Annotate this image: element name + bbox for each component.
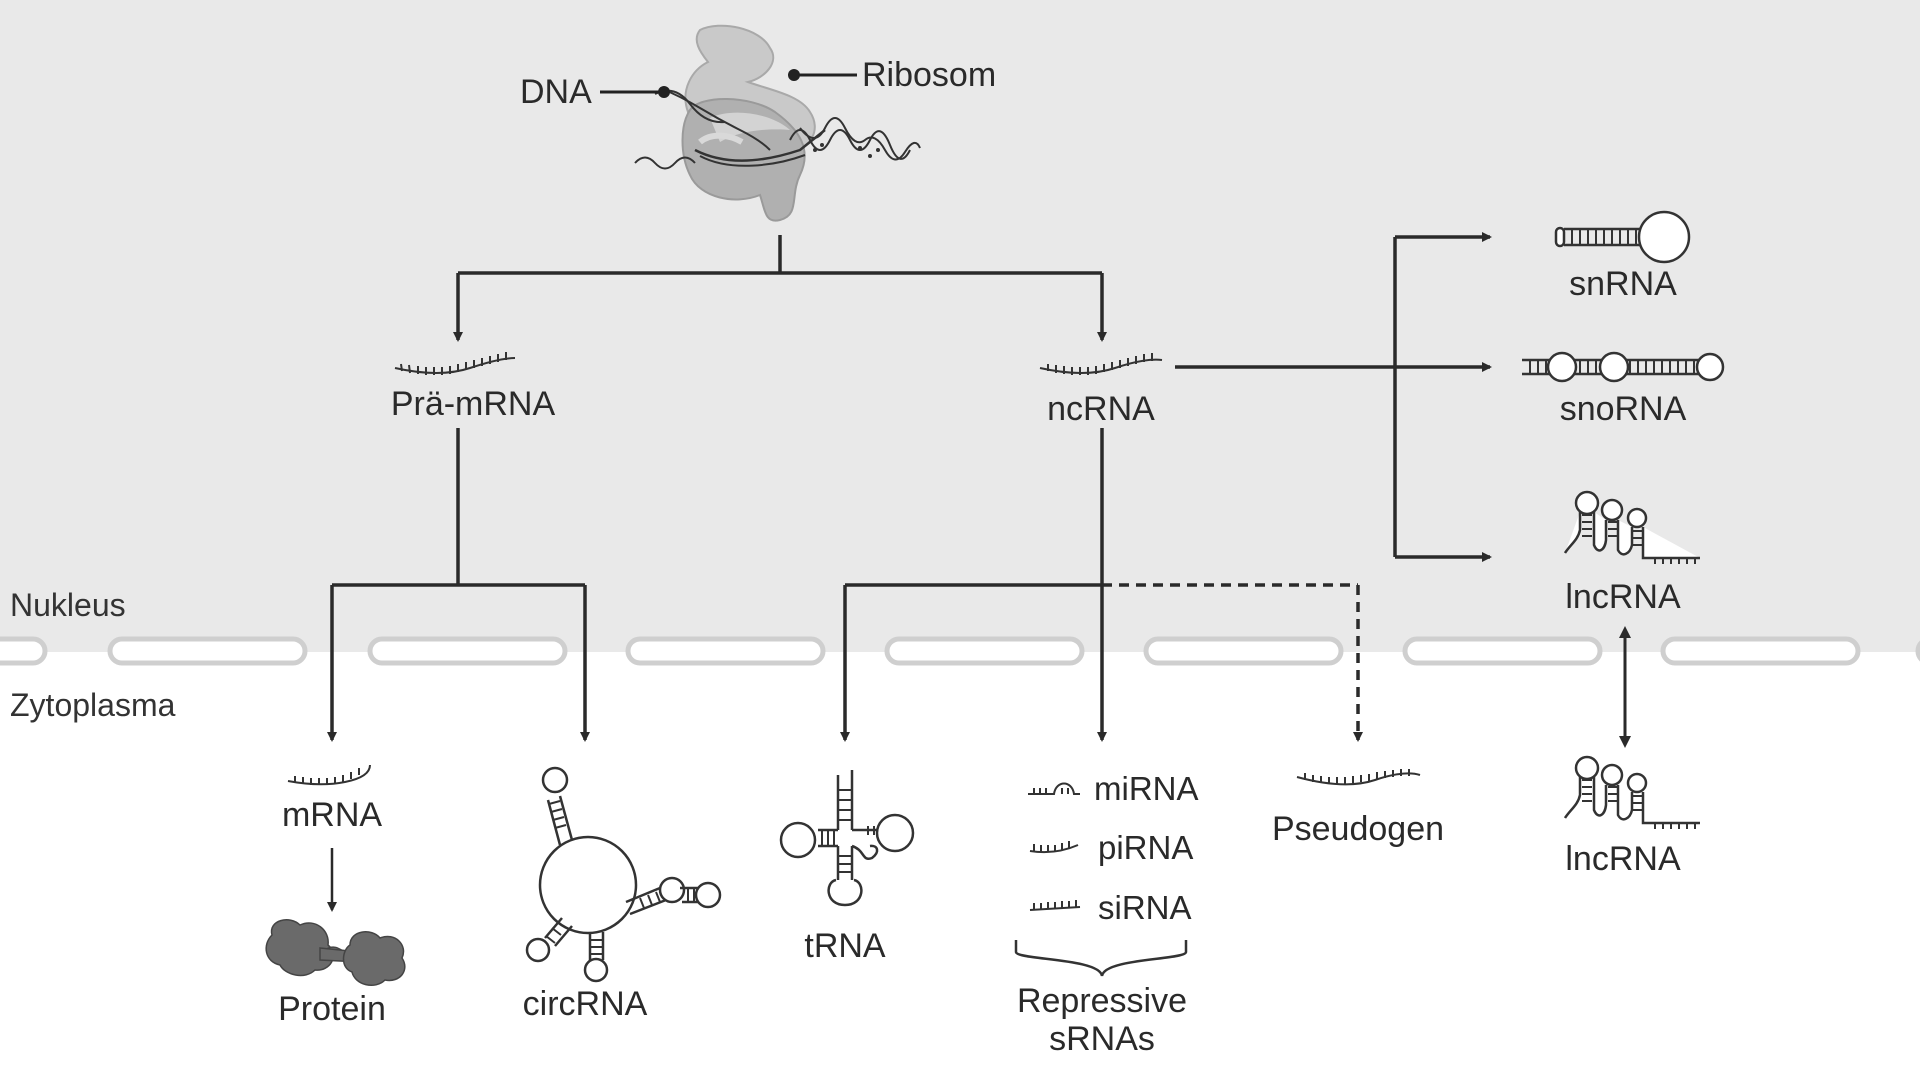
rna-strand-icon [287,764,371,786]
trna-icon [779,770,915,907]
lncrna-nucleus-label: lncRNA [1565,578,1681,616]
hairpin-icon [1554,210,1691,264]
pseudogen-label: Pseudogen [1272,810,1444,848]
nuclear-membrane [0,636,1920,666]
rna-strand-icon [1039,353,1163,375]
nucleus-region [0,0,1920,652]
protein-icon [265,919,406,987]
protein-label: Protein [278,990,386,1028]
pirna-icon [1029,841,1079,854]
rna-strand-icon [394,352,516,375]
nucleus-label: Nukleus [10,587,126,623]
hairpin-icon [1563,755,1700,829]
snrna-label: snRNA [1569,265,1677,303]
sirna-label: siRNA [1098,889,1192,926]
pre-mrna-label: Prä-mRNA [391,385,556,423]
ncrna-label: ncRNA [1047,390,1155,428]
connector-lines [327,232,1631,912]
dna-pointer-dot [658,86,670,98]
trna-label: tRNA [804,927,886,965]
snorna-label: snoRNA [1560,390,1687,428]
lncrna-cytoplasm-label: lncRNA [1565,840,1681,878]
hairpin-icon [1522,351,1725,383]
mirna-label: miRNA [1094,770,1199,807]
cytoplasm-label: Zytoplasma [10,687,176,723]
rna-strand-icon [1296,769,1421,786]
repressive-label-line2: sRNAs [1049,1020,1155,1058]
ribosome-pointer-dot [788,69,800,81]
sirna-icon [1029,900,1081,911]
mrna-label: mRNA [282,796,382,834]
repressive-label-line1: Repressive [1017,982,1187,1020]
hairpin-icon [1563,490,1700,564]
ribosome-label: Ribosom [862,56,996,94]
mirna-icon [1028,782,1080,795]
circrna-icon [525,766,722,983]
pirna-label: piRNA [1098,829,1193,866]
cytoplasm-region [0,652,1920,1080]
circrna-label: circRNA [523,985,648,1023]
dna-label: DNA [520,73,592,111]
brace-icon [1014,940,1188,977]
